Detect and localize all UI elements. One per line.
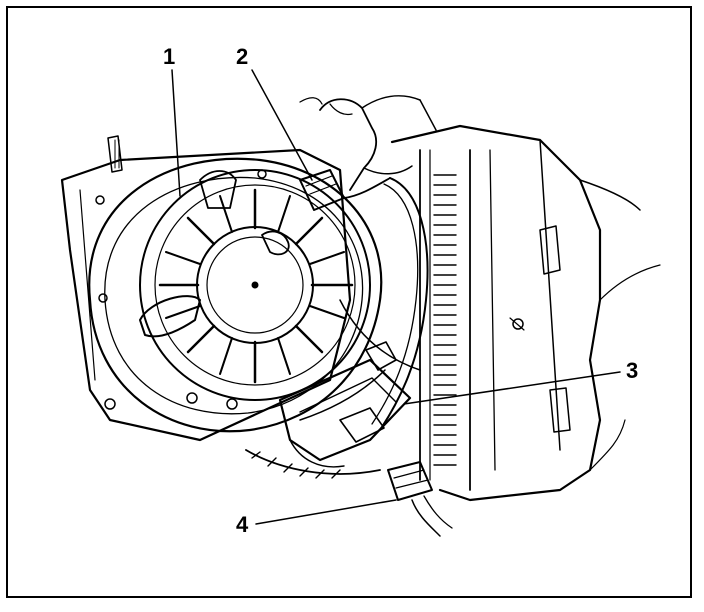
leader-line-2 — [251, 69, 313, 181]
housing-plate — [60, 135, 352, 442]
callout-1: 1 — [163, 44, 176, 69]
blower-wheel — [139, 169, 371, 401]
technician-hand — [299, 95, 437, 191]
hvac-module-case — [390, 124, 661, 502]
wiring-harness — [371, 177, 429, 431]
core-fins — [433, 174, 457, 466]
callout-4: 4 — [236, 512, 249, 537]
blower-scroll-housing — [88, 157, 421, 433]
callout-2: 2 — [236, 44, 249, 69]
callout-3: 3 — [626, 358, 639, 383]
blower-motor-connector — [299, 169, 391, 211]
leader-line-4 — [255, 499, 397, 525]
fastener-screws — [186, 169, 525, 410]
leader-line-3 — [403, 371, 621, 405]
blower-motor-resistor — [278, 341, 412, 468]
leader-line-1 — [171, 69, 181, 197]
callout-leader-lines — [171, 69, 621, 525]
lower-harness-connector — [245, 449, 453, 537]
